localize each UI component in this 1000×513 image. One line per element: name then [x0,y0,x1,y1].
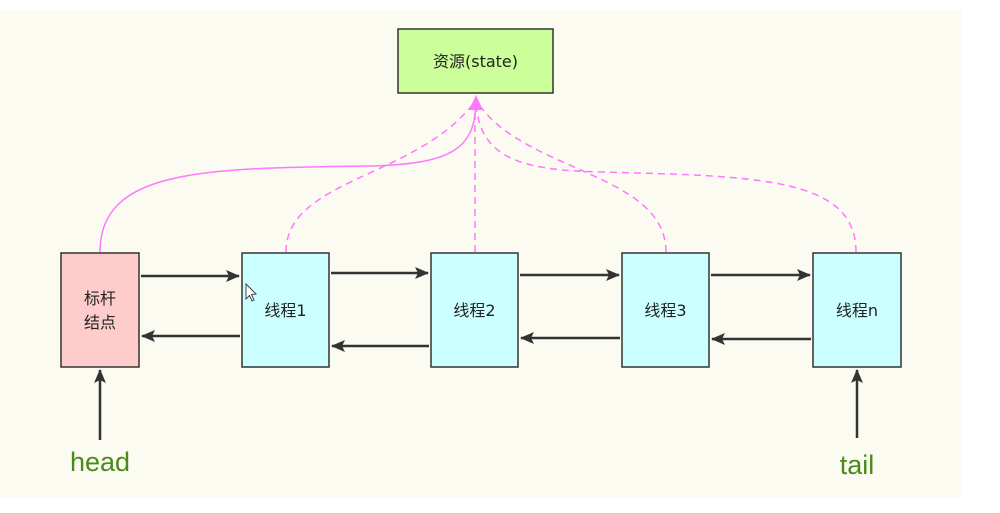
resource-node: 资源(state) [397,28,554,94]
thread-node-2: 线程2 [430,252,519,368]
thread-node-1: 线程1 [241,252,330,368]
state-arrowhead [469,95,483,110]
thread-1-state-link [285,99,477,253]
head-label: head [70,447,130,477]
sentinel-label-line1: 标杆 [84,289,116,308]
sentinel-state-link [99,99,477,253]
resource-label: 资源(state) [433,52,518,71]
thread-3-label: 线程3 [644,301,686,320]
thread-1-label: 线程1 [264,301,306,320]
state-links [99,99,857,253]
head-pointer: head [70,369,130,477]
tail-label: tail [840,450,875,480]
sentinel-node: 标杆 结点 [60,252,140,368]
thread-3-state-link [475,99,667,253]
thread-n-state-link [475,99,857,253]
thread-2-label: 线程2 [453,301,495,320]
thread-node-3: 线程3 [621,252,710,368]
thread-n-label: 线程n [836,301,878,320]
mouse-cursor-icon [245,282,258,302]
thread-node-n: 线程n [812,252,902,368]
node-links [141,267,811,352]
tail-pointer: tail [840,369,875,480]
sentinel-label-line2: 结点 [84,313,116,332]
